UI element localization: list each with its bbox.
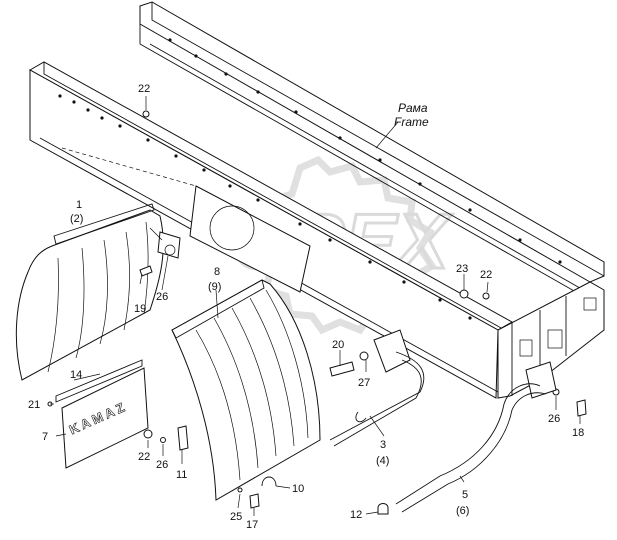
callout-26-bottom: 26 [156,459,168,471]
washer-25 [237,487,243,493]
leader-lines [50,96,581,516]
mudguard-left [15,203,164,381]
callout-26-left: 26 [156,291,168,303]
frame-rail-upper [139,1,605,301]
bolt-18 [576,399,587,417]
callout-3-alt: (4) [376,455,389,467]
callout-5-alt: (6) [456,505,469,517]
callout-8: 8 [214,266,220,278]
mudguard-mount-bracket [157,231,181,259]
mud-flap: KAMAZ [55,359,149,469]
callout-7: 7 [42,431,48,443]
callout-22-right: 22 [480,269,492,281]
bolt-17 [249,493,260,509]
callout-1: 1 [76,199,82,211]
pipe-5 [395,361,557,513]
hidden-lines [61,147,197,187]
fasteners [47,110,587,515]
frame-label-en: Frame [394,115,429,129]
bolt-19 [139,265,153,277]
callout-23: 23 [456,263,468,275]
callout-19: 19 [134,303,146,315]
callout-11: 11 [176,469,187,481]
nut-22-top [142,110,150,118]
mudguard-bracket-plate [189,185,311,293]
washer-26 [160,437,166,443]
u-clip-10 [261,476,277,487]
callout-20: 20 [332,339,344,351]
callout-22-top: 22 [138,83,150,95]
callout-26-right: 26 [548,413,560,425]
nut-23 [459,289,469,299]
callout-18: 18 [572,427,584,439]
frame-holes [58,38,562,320]
mudguard-right [171,279,321,501]
callout-10: 10 [292,483,304,495]
callout-3: 3 [380,439,386,451]
rear-crossmember [497,281,605,399]
nut-22-bottom [143,429,153,439]
nut-22-right [482,292,490,300]
callouts: 1 (2) 22 19 26 8 (9) 14 21 7 22 26 11 25… [28,83,584,531]
callout-14: 14 [70,369,82,381]
bolt-20 [329,361,355,377]
callout-21: 21 [28,399,40,411]
callout-8-alt: (9) [208,281,221,293]
plug-12 [377,503,389,515]
pipe-3 [329,329,425,447]
frame-label: Рама Frame [394,101,429,129]
callout-27: 27 [358,377,370,389]
callout-25: 25 [230,511,242,523]
callout-1-alt: (2) [70,213,83,225]
callout-12: 12 [350,509,362,521]
callout-22-bottom: 22 [138,451,150,463]
washer-27 [359,351,369,361]
callout-5: 5 [462,489,468,501]
callout-17: 17 [246,519,258,531]
plate-11 [177,425,189,451]
frame-label-ru: Рама [398,101,428,115]
